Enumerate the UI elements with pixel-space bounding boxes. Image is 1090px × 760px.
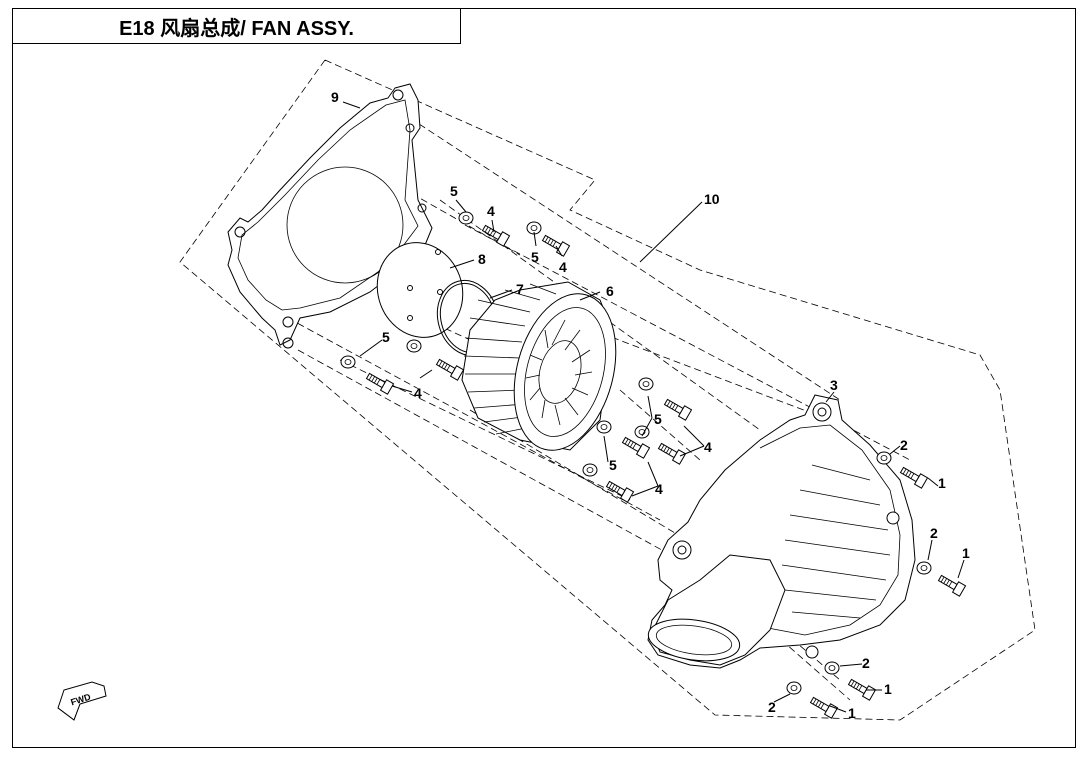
page-title: E18 风扇总成/ FAN ASSY.	[119, 17, 354, 40]
callout-2: 2	[862, 655, 870, 671]
callout-4: 4	[655, 481, 663, 497]
bolts	[365, 224, 967, 719]
callout-4: 4	[559, 259, 567, 275]
callouts: 9 5 4 5 4 8 7 6 10 5 4 5 4 5 4 3 2 1 2 1…	[331, 89, 970, 721]
washers	[340, 211, 932, 695]
callout-1: 1	[884, 681, 892, 697]
callout-2: 2	[900, 437, 908, 453]
callout-4: 4	[487, 203, 495, 219]
callout-4: 4	[704, 439, 712, 455]
callout-6: 6	[606, 283, 614, 299]
part-cooling-fan	[461, 281, 617, 451]
callout-8: 8	[478, 251, 486, 267]
drawing-frame	[12, 8, 1076, 748]
callout-4: 4	[414, 385, 422, 401]
callout-3: 3	[830, 377, 838, 393]
callout-5: 5	[609, 457, 617, 473]
callout-5: 5	[450, 183, 458, 199]
callout-10: 10	[704, 191, 720, 207]
callout-1: 1	[938, 475, 946, 491]
part-fan-housing	[647, 394, 916, 669]
callout-2: 2	[768, 699, 776, 715]
callout-1: 1	[962, 545, 970, 561]
callout-2: 2	[930, 525, 938, 541]
callout-7: 7	[516, 281, 524, 297]
callout-1: 1	[848, 705, 856, 721]
callout-9: 9	[331, 89, 339, 105]
title-block: E18 风扇总成/ FAN ASSY.	[12, 8, 461, 44]
callout-5: 5	[531, 249, 539, 265]
callout-5: 5	[654, 411, 662, 427]
assembly-boundary	[179, 59, 1036, 721]
part-flat-plate	[376, 242, 464, 338]
leader-lines	[342, 101, 965, 713]
callout-5: 5	[382, 329, 390, 345]
fwd-arrow-icon: FWD	[57, 681, 107, 721]
